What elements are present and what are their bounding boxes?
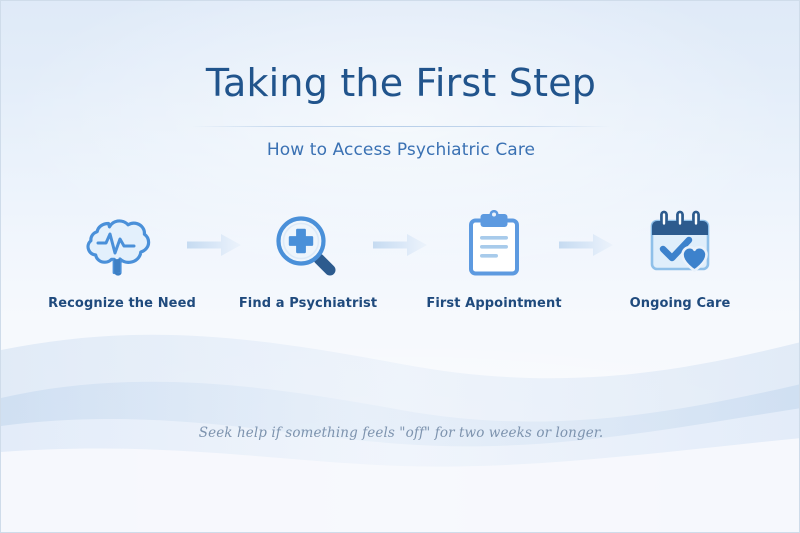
background-waves [1,334,799,532]
step-first-appointment: First Appointment [426,207,562,311]
step-label: Find a Psychiatrist [238,296,378,311]
step-label: First Appointment [426,296,562,311]
arrow-right-icon [372,207,430,283]
footer-caption: Seek help if something feels "off" for t… [198,425,604,441]
process-steps: Recognize the Need [1,207,799,311]
step-recognize-the-need: Recognize the Need [48,207,196,311]
arrow-right-icon [558,207,616,283]
poster-header: Taking the First Step How to Access Psyc… [1,1,799,160]
step-find-a-psychiatrist: Find a Psychiatrist [239,207,377,311]
header-divider [191,125,611,127]
arrow-right-icon [186,207,244,283]
step-ongoing-care: Ongoing Care [616,207,744,311]
step-label: Ongoing Care [629,296,731,311]
brain-pulse-icon [84,207,160,283]
step-label: Recognize the Need [48,296,196,311]
page-title: Taking the First Step [205,61,597,105]
calendar-check-heart-icon [642,207,718,283]
clipboard-icon [456,207,532,283]
page-subtitle: How to Access Psychiatric Care [266,139,536,160]
magnifier-medical-cross-icon [270,207,346,283]
